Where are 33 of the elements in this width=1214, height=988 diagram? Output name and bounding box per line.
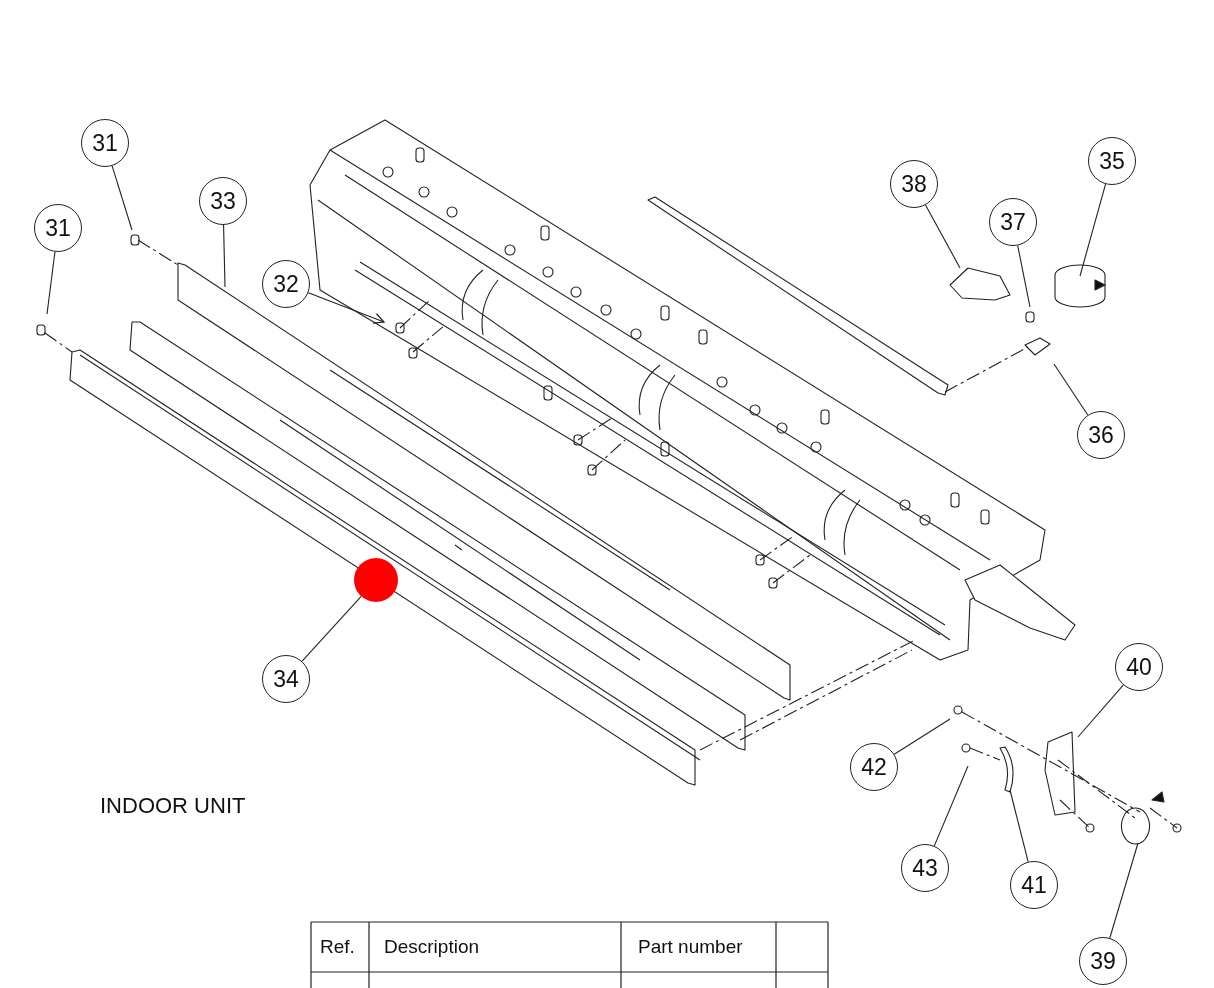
leader-line bbox=[111, 165, 133, 231]
column-header: Ref. bbox=[319, 935, 356, 959]
leader-line bbox=[46, 251, 56, 315]
leader-line bbox=[925, 204, 961, 269]
callout-number: 39 bbox=[1079, 937, 1127, 985]
leader-line bbox=[1077, 684, 1124, 738]
callout-number: 43 bbox=[901, 844, 949, 892]
callout-number: 35 bbox=[1088, 137, 1136, 185]
diagram-caption: INDOOR UNIT bbox=[100, 793, 246, 819]
leader-line bbox=[1053, 363, 1089, 416]
callout-number: 42 bbox=[850, 743, 898, 791]
callout-number: 41 bbox=[1010, 861, 1058, 909]
leader-line bbox=[893, 718, 951, 755]
callout-number: 36 bbox=[1077, 411, 1125, 459]
leader-line bbox=[1109, 842, 1139, 939]
leader-line bbox=[933, 765, 969, 847]
callout-number: 37 bbox=[989, 198, 1037, 246]
leader-line bbox=[1079, 183, 1107, 277]
callout-number: 33 bbox=[199, 177, 247, 225]
leader-arrow bbox=[307, 292, 385, 324]
leader-line bbox=[223, 224, 226, 288]
callout-number: 31 bbox=[34, 204, 82, 252]
callout-number: 32 bbox=[262, 260, 310, 308]
column-header: Part number bbox=[637, 935, 744, 959]
highlight-dot bbox=[354, 558, 398, 602]
leader-line bbox=[1009, 789, 1029, 863]
callout-number: 38 bbox=[890, 160, 938, 208]
callout-number: 40 bbox=[1115, 643, 1163, 691]
column-header: Description bbox=[383, 935, 481, 959]
leader-line bbox=[301, 595, 362, 662]
leader-line bbox=[1017, 245, 1031, 308]
callout-number: 31 bbox=[81, 119, 129, 167]
callout-number: 34 bbox=[262, 655, 310, 703]
